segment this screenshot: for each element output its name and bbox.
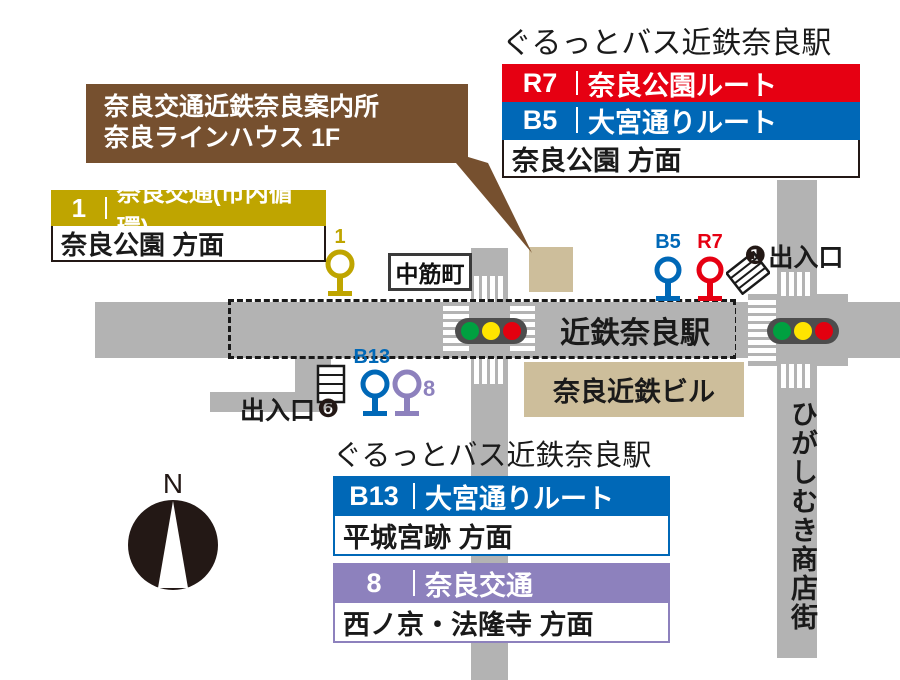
legend-code-b5: B5 bbox=[522, 104, 558, 135]
stairs-icon-left bbox=[316, 364, 346, 404]
stairs-icon-right bbox=[726, 251, 770, 295]
bus-stop-icon bbox=[696, 256, 724, 301]
bus-stop-marker-1[interactable]: 1 bbox=[320, 226, 360, 298]
shopping-street-label: ひがしむき商店街 bbox=[787, 400, 817, 632]
legend-top-right: ぐるっとバス近鉄奈良駅 R7 奈良公園ルート B5 大宮通りルート 奈良公園 方… bbox=[502, 18, 860, 178]
callout-pointer bbox=[445, 150, 532, 253]
legend-name-b5: 大宮通りルート bbox=[588, 107, 777, 138]
road-vertical-left-lower bbox=[471, 358, 508, 418]
legend-top-right-title: ぐるっとバス近鉄奈良駅 bbox=[502, 27, 832, 60]
callout-line-1: 奈良交通近鉄奈良案内所 bbox=[104, 93, 380, 121]
station-label-box: 近鉄奈良駅 bbox=[535, 305, 735, 355]
traffic-signal-right bbox=[767, 318, 839, 344]
legend-bottom-title: ぐるっとバス近鉄奈良駅 bbox=[333, 440, 652, 472]
road-vertical-right-lower bbox=[777, 358, 817, 658]
nakasujicho-label-box: 中筋町 bbox=[388, 253, 472, 291]
bus-stop-marker-b5[interactable]: B5 bbox=[648, 231, 688, 303]
nakasujicho-label: 中筋町 bbox=[395, 261, 465, 287]
bus-stop-code-r7: R7 bbox=[697, 231, 723, 253]
legend-row-b5: B5 大宮通りルート bbox=[502, 102, 860, 140]
legend-destination-top-right: 奈良公園 方面 bbox=[502, 140, 860, 178]
legend-code-1: 1 bbox=[71, 192, 87, 223]
legend-destination-b13: 平城宮跡 方面 bbox=[333, 516, 670, 556]
bus-stop-code-8: 8 bbox=[423, 376, 436, 401]
exit-1-label: 出入口 bbox=[768, 244, 844, 272]
kintetsu-building-box: 奈良近鉄ビル bbox=[524, 362, 744, 417]
signal-yellow bbox=[793, 322, 812, 340]
compass: N bbox=[118, 468, 228, 595]
road-branch-left bbox=[210, 392, 320, 412]
exit-1-group: ❶ 出入口 bbox=[744, 238, 843, 274]
legend-left: 1 奈良交通(市内循環) 奈良公園 方面 bbox=[51, 180, 326, 262]
signal-green bbox=[460, 322, 479, 340]
bus-stop-icon bbox=[325, 249, 355, 296]
bus-stop-icon bbox=[392, 369, 422, 416]
legend-divider bbox=[413, 483, 415, 509]
bus-stop-code-b13: B13 bbox=[353, 346, 391, 368]
signal-green bbox=[772, 322, 791, 340]
legend-code-b13: B13 bbox=[349, 480, 399, 511]
legend-row-8: 8 奈良交通 bbox=[333, 563, 670, 603]
legend-bottom: ぐるっとバス近鉄奈良駅 B13 大宮通りルート 平城宮跡 方面 8 奈良交通 西… bbox=[333, 432, 670, 643]
bus-stop-marker-r7[interactable]: R7 bbox=[690, 231, 730, 303]
legend-divider bbox=[576, 71, 578, 95]
legend-name-8: 奈良交通 bbox=[425, 570, 533, 601]
legend-divider bbox=[413, 570, 415, 596]
bus-stop-marker-8[interactable]: 8 bbox=[387, 368, 435, 418]
kintetsu-building-label: 奈良近鉄ビル bbox=[553, 377, 715, 407]
exit-6-label: 出入口 bbox=[240, 397, 316, 425]
signal-red bbox=[815, 322, 834, 340]
legend-row-r7: R7 奈良公園ルート bbox=[502, 64, 860, 102]
bus-stop-icon bbox=[360, 369, 390, 416]
legend-row-b13: B13 大宮通りルート bbox=[333, 476, 670, 516]
building-info-center bbox=[529, 247, 573, 292]
exit-6-number: ❻ bbox=[317, 394, 340, 423]
signal-yellow bbox=[481, 322, 500, 340]
callout-info-center: 奈良交通近鉄奈良案内所 奈良ラインハウス 1F bbox=[86, 84, 468, 163]
legend-code-r7: R7 bbox=[522, 67, 558, 98]
legend-name-r7: 奈良公園ルート bbox=[588, 70, 777, 101]
bus-stop-code-b5: B5 bbox=[655, 231, 681, 253]
legend-code-8: 8 bbox=[366, 567, 382, 598]
legend-name-1: 奈良交通(市内循環) bbox=[116, 180, 293, 242]
station-label: 近鉄奈良駅 bbox=[560, 317, 710, 350]
bus-stop-code-1: 1 bbox=[334, 226, 346, 248]
legend-name-b13: 大宮通りルート bbox=[425, 483, 614, 514]
bus-stop-marker-b13[interactable]: B13 bbox=[353, 346, 395, 418]
compass-rose-icon bbox=[128, 500, 218, 590]
signal-red bbox=[503, 322, 522, 340]
compass-label: N bbox=[162, 468, 184, 499]
traffic-signal-left bbox=[455, 318, 527, 344]
exit-6-group: 出入口 ❻ bbox=[240, 391, 339, 427]
exit-1-number: ❶ bbox=[744, 241, 767, 270]
legend-row-1: 1 奈良交通(市内循環) bbox=[51, 180, 326, 242]
legend-destination-8: 西ノ京・法隆寺 方面 bbox=[333, 603, 670, 643]
legend-divider bbox=[104, 197, 107, 219]
legend-divider bbox=[576, 107, 578, 133]
callout-line-2: 奈良ラインハウス 1F bbox=[104, 124, 341, 152]
bus-stop-icon bbox=[654, 256, 682, 301]
legend-destination-left: 奈良公園 方面 bbox=[51, 226, 326, 262]
